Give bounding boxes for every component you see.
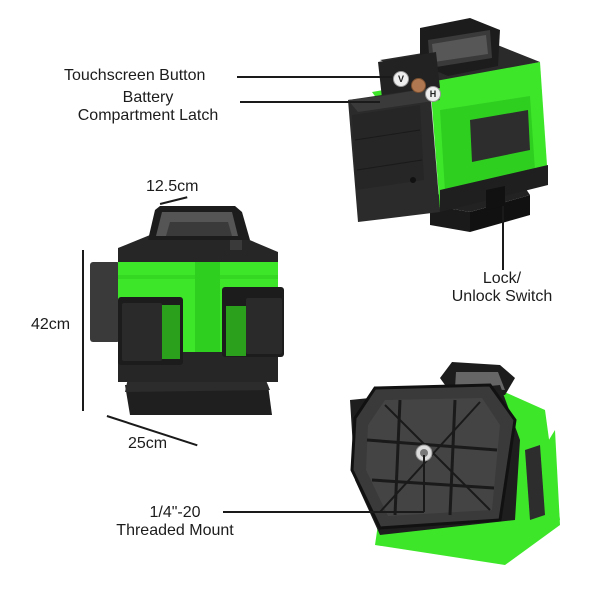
h-button-label: H [429,89,437,99]
touchscreen-center-button[interactable] [411,78,426,93]
dimension-width-label: 25cm [128,435,168,452]
callout-threaded-mount: 1/4"-20 Threaded Mount [100,504,250,540]
touchscreen-v-button[interactable]: V [393,71,409,87]
callout-battery-latch: Battery Compartment Latch [62,89,234,125]
callout-battery-latch-line2: Compartment Latch [77,107,219,124]
callout-touchscreen-button: Touchscreen Button [64,67,206,84]
v-button-label: V [397,74,404,84]
dimension-height-line [82,250,84,411]
callout-line-battery-latch [240,101,380,103]
callout-threaded-mount-line1: 1/4"-20 [149,504,201,521]
touchscreen-h-button[interactable]: H [425,86,441,102]
callout-battery-latch-line1: Battery [122,89,174,106]
dimension-depth-label: 12.5cm [146,178,199,195]
callout-lock-switch: Lock/ Unlock Switch [440,270,564,306]
callout-line-touchscreen [237,76,392,78]
callout-line-mount-vertical [423,455,425,512]
callout-line-mount-horizontal [223,511,424,513]
callout-lock-switch-line2: Unlock Switch [451,288,553,305]
callout-threaded-mount-line2: Threaded Mount [116,522,234,539]
callout-line-lock-switch [502,206,504,270]
callout-lock-switch-line1: Lock/ [482,270,522,287]
dimension-height-label: 42cm [31,316,71,333]
